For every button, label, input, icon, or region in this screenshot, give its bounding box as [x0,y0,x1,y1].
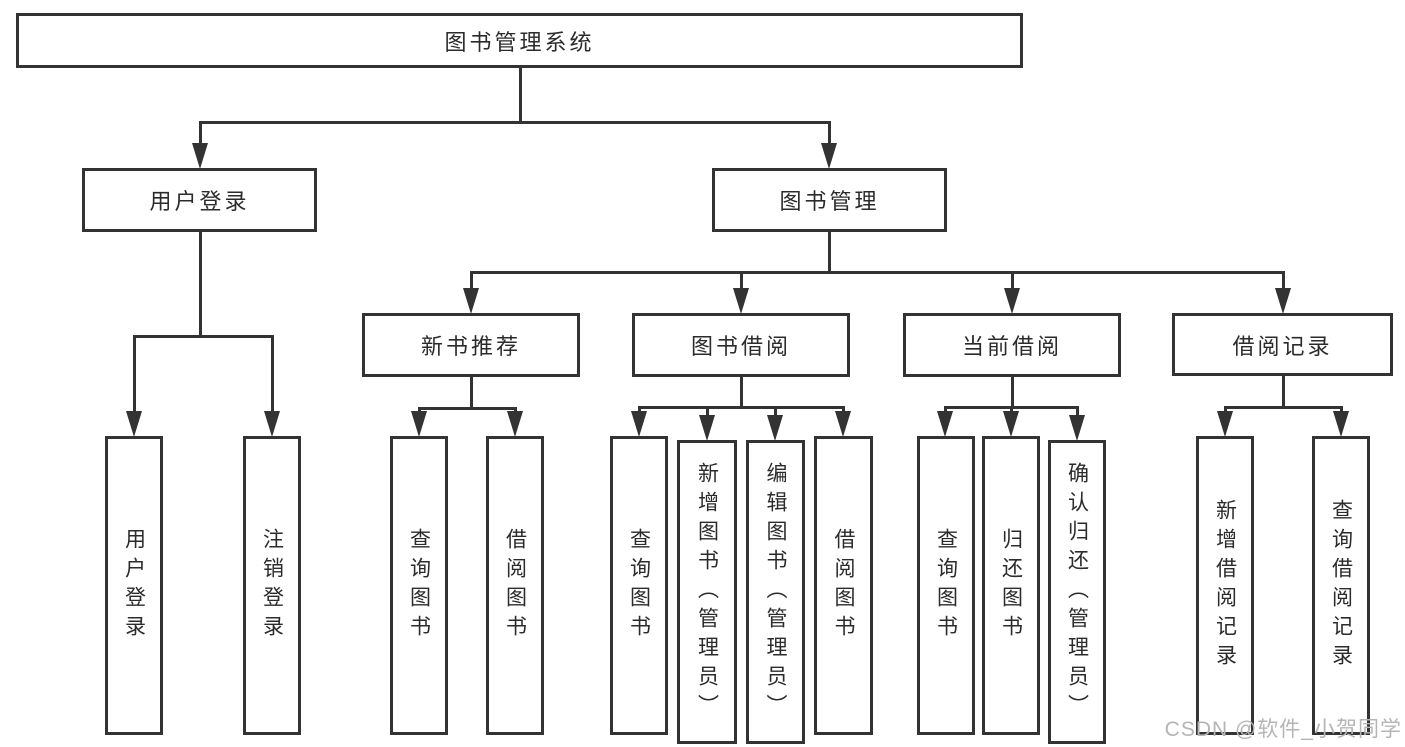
node-book-management-label: 图书管理 [779,189,880,214]
arrow-down-icon [733,288,749,314]
connector-root-rail [199,121,831,124]
leaf-borrow-books-borrowing-label: 借阅图书 [832,527,855,644]
leaf-user-login-label: 用户登录 [122,527,146,644]
connector-root-drop [828,122,831,147]
leaf-add-borrow-record-label: 新增借阅记录 [1213,498,1237,673]
connector-book-management-drop [740,272,743,292]
leaf-query-books-borrowing-label: 查询图书 [627,527,651,644]
connector-book-borrowing-drop [706,407,709,419]
leaf-return-books: 归还图书 [982,436,1040,735]
arrow-down-icon [767,415,783,441]
connector-book-borrowing-stem [740,376,743,409]
node-current-borrowing: 当前借阅 [903,313,1121,377]
connector-new-book-recommend-rail [418,407,517,410]
node-book-management: 图书管理 [712,168,947,232]
leaf-query-books-recommend-label: 查询图书 [407,527,431,644]
leaf-user-login: 用户登录 [105,436,163,735]
leaf-query-borrow-record-label: 查询借阅记录 [1329,498,1353,673]
node-root-label: 图书管理系统 [444,29,595,55]
leaf-query-books-borrowing: 查询图书 [610,436,668,735]
arrow-down-icon [937,411,953,437]
arrow-down-icon [1217,411,1233,437]
connector-user-login-drop [271,336,274,415]
arrow-down-icon [699,415,715,441]
arrow-down-icon [507,411,523,437]
arrow-down-icon [264,411,280,437]
node-root: 图书管理系统 [16,13,1023,68]
node-new-book-recommend-label: 新书推荐 [420,334,521,359]
connector-current-borrowing-drop [1076,407,1079,419]
leaf-logout-label: 注销登录 [260,527,284,644]
connector-book-management-drop [1011,272,1014,292]
leaf-query-books-current: 查询图书 [917,436,975,735]
connector-user-login-rail [133,335,274,338]
leaf-query-books-recommend: 查询图书 [390,436,448,735]
node-borrowing-records-label: 借阅记录 [1232,333,1333,359]
arrow-down-icon [1333,411,1349,437]
leaf-add-borrow-record: 新增借阅记录 [1196,436,1254,735]
node-book-borrowing: 图书借阅 [632,313,850,377]
connector-user-login-drop [133,336,136,415]
connector-book-management-stem [828,231,831,274]
leaf-add-books-admin-label: 新增图书（管理员） [695,461,719,723]
leaf-borrow-books-borrowing: 借阅图书 [814,436,873,735]
arrow-down-icon [126,411,142,437]
node-user-login: 用户登录 [82,168,317,232]
leaf-return-books-label: 归还图书 [999,527,1023,644]
connector-book-management-drop [470,272,473,292]
node-user-login-label: 用户登录 [149,189,250,214]
arrow-down-icon [1004,288,1020,314]
connector-book-management-drop [1282,272,1285,292]
leaf-add-books-admin: 新增图书（管理员） [677,440,737,744]
connector-book-borrowing-drop [774,407,777,419]
arrow-down-icon [835,411,851,437]
node-book-borrowing-label: 图书借阅 [690,334,791,359]
leaf-borrow-books-recommend-label: 借阅图书 [503,527,527,644]
arrow-down-icon [821,143,837,169]
arrow-down-icon [192,143,208,169]
csdn-watermark: CSDN @软件_小贺同学 [1164,718,1402,741]
arrow-down-icon [1069,415,1085,441]
connector-current-borrowing-stem [1011,376,1014,409]
arrow-down-icon [631,411,647,437]
leaf-edit-books-admin-label: 编辑图书（管理员） [764,461,787,723]
connector-borrowing-records-rail [1224,406,1343,409]
connector-root-stem [519,67,522,124]
leaf-logout: 注销登录 [243,436,301,735]
arrow-down-icon [1275,288,1291,314]
connector-user-login-stem [199,231,202,338]
connector-new-book-recommend-stem [470,376,473,410]
connector-book-management-rail [470,271,1285,274]
connector-borrowing-records-stem [1282,375,1285,409]
leaf-confirm-return-admin: 确认归还（管理员） [1048,440,1106,744]
leaf-confirm-return-admin-label: 确认归还（管理员） [1065,461,1089,723]
leaf-query-borrow-record: 查询借阅记录 [1312,436,1370,735]
leaf-query-books-current-label: 查询图书 [934,527,958,644]
arrow-down-icon [411,411,427,437]
node-new-book-recommend: 新书推荐 [362,313,580,377]
node-current-borrowing-label: 当前借阅 [961,334,1062,359]
leaf-borrow-books-recommend: 借阅图书 [486,436,544,735]
connector-root-drop [199,122,202,147]
node-borrowing-records: 借阅记录 [1172,313,1393,376]
arrow-down-icon [1003,411,1019,437]
connector-book-borrowing-rail [638,406,845,409]
arrow-down-icon [463,288,479,314]
leaf-edit-books-admin: 编辑图书（管理员） [746,440,805,744]
